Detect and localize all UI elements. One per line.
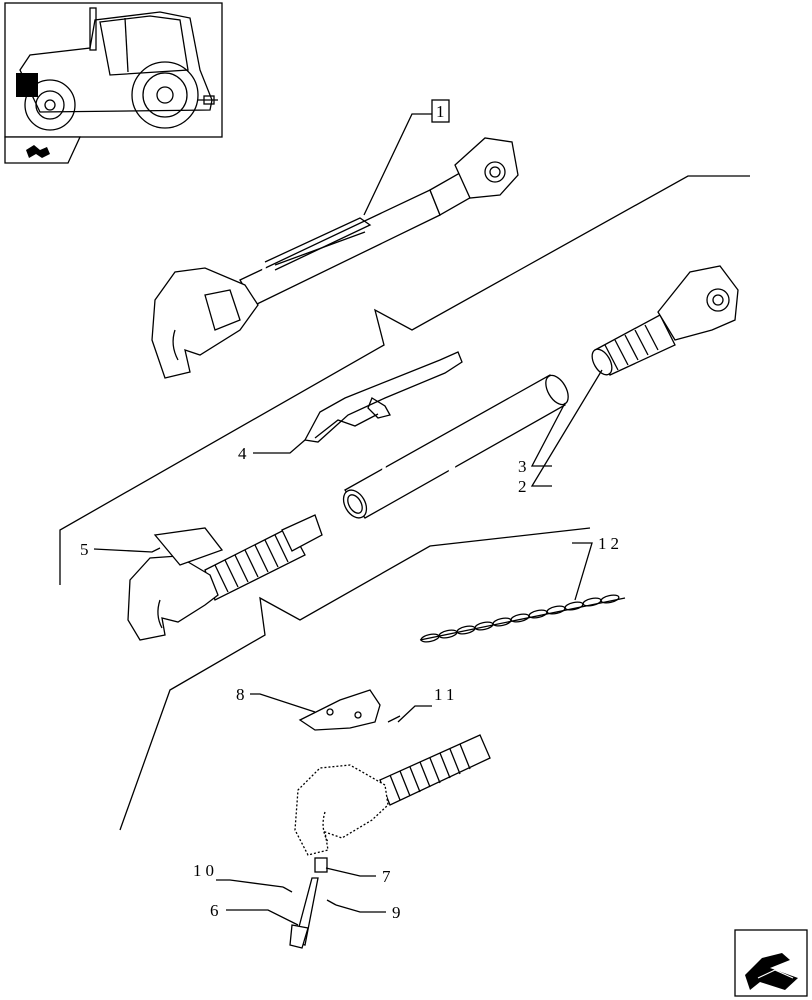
callout-5: 5 [80, 540, 93, 559]
callout-4: 4 [238, 444, 251, 463]
callout-2: 2 [518, 477, 531, 496]
callout-3: 3 [518, 457, 531, 476]
small-pins-part [282, 886, 337, 906]
callout-6: 6 [210, 901, 223, 920]
callout-10: 10 [193, 861, 218, 880]
hook-rod-part [127, 514, 323, 641]
chain-part [419, 594, 626, 643]
pivot-pin-part [289, 877, 319, 949]
sleeve-part [314, 857, 328, 873]
lower-hook-part [294, 734, 491, 856]
callout-11: 11 [434, 685, 458, 704]
section-separator-top [59, 175, 750, 585]
top-link-assembly [151, 137, 519, 379]
next-page-arrow-icon[interactable] [734, 929, 808, 997]
leader-lines [93, 113, 603, 926]
latch-plate-part [298, 689, 381, 731]
callout-8: 8 [236, 685, 249, 704]
tube-part [342, 374, 569, 522]
callout-1-box [431, 99, 450, 123]
section-separator-bottom [119, 527, 591, 831]
callout-12: 12 [598, 534, 623, 553]
callout-7: 7 [382, 867, 395, 886]
section-badge-icon [4, 136, 82, 164]
spring-clip-part [303, 351, 463, 443]
small-pin-part [387, 715, 401, 723]
ball-end-part [591, 265, 739, 376]
callout-1: 1 [436, 102, 449, 121]
tractor-thumbnail-icon[interactable] [4, 2, 223, 138]
callout-9: 9 [392, 903, 405, 922]
